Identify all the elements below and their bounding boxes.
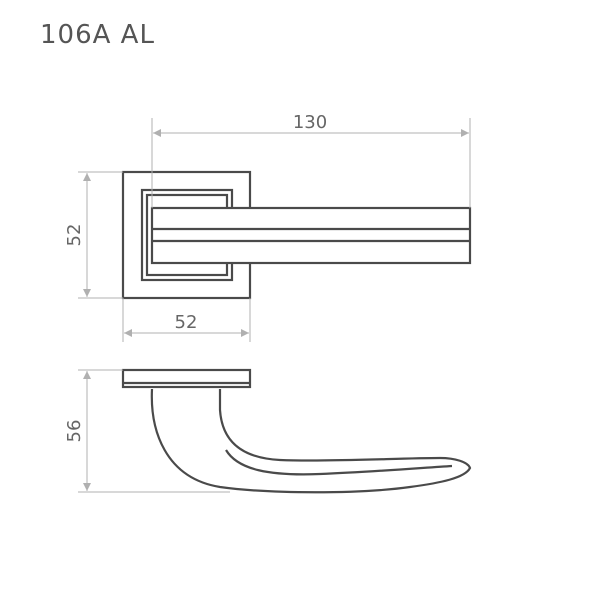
- dimension-label-52-vertical: 52: [64, 224, 85, 247]
- dimension-label-130: 130: [293, 112, 327, 133]
- lever-bar: [150, 206, 472, 265]
- side-rose-plate: [121, 368, 252, 389]
- side-handle-outline: [150, 388, 472, 494]
- dimension-lever-length: 130: [151, 112, 471, 208]
- dimension-label-56: 56: [64, 420, 85, 443]
- side-handle-inner-line: [225, 449, 453, 476]
- side-view: [121, 368, 472, 494]
- front-view: [121, 170, 472, 300]
- dimension-side-height: 56: [64, 369, 230, 493]
- dimension-rose-width: 52: [122, 298, 251, 342]
- dimension-label-52-horizontal: 52: [175, 312, 198, 333]
- drawing-title: 106A AL: [40, 20, 155, 50]
- dimension-rose-height: 52: [64, 171, 123, 299]
